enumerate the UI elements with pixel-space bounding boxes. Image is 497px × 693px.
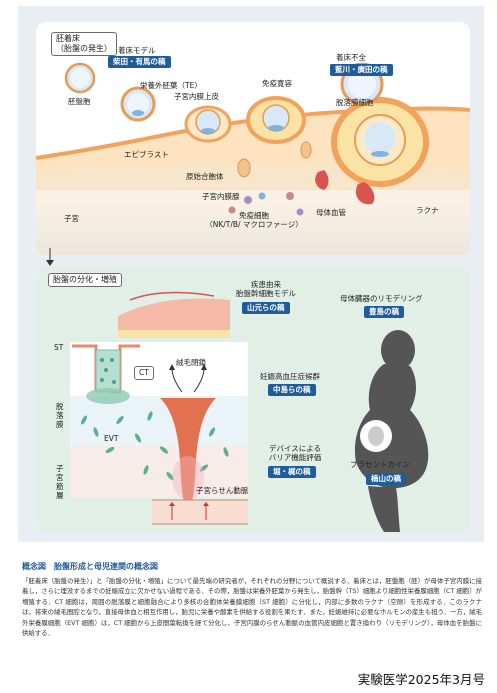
spiral-artery-shape xyxy=(160,398,216,500)
st-label: ST xyxy=(54,343,64,352)
horikawa-badge: 堀・梶の稿 xyxy=(268,466,316,478)
blastocyst-3 xyxy=(184,105,232,143)
implantation-failure-label: 着床不全 xyxy=(336,53,366,62)
device-line1: デバイスによる xyxy=(268,444,322,453)
spiral-artery-label: 子宮らせん動脈 xyxy=(196,486,249,495)
implantation-tag: 胚着床 （胎盤の発生） xyxy=(51,32,117,56)
implantation-tag-line2: （胎盤の発生） xyxy=(56,44,112,53)
placental-kinin-label: プラセントカイン xyxy=(350,460,410,469)
uterus-label: 子宮 xyxy=(64,214,79,223)
nakajima-badge: 中島らの稿 xyxy=(268,384,316,396)
immune-cells-line1: 免疫細胞 xyxy=(239,211,269,220)
device-label: デバイスによる バリア機能評価 xyxy=(254,444,336,462)
disease-model-line2: 胎盤幹細胞モデル xyxy=(236,289,296,298)
caption-title: 概念図 胎盤形成と母児連関の概念図 xyxy=(22,562,158,571)
toyoshima-badge: 豊島の稿 xyxy=(364,306,404,318)
blastocyst-implanted xyxy=(331,97,429,187)
blastocyst-2 xyxy=(120,86,156,122)
immune-tolerance-label: 免疫寛容 xyxy=(262,79,292,88)
immune-cells-line2: （NK/T/B/ マクロファージ） xyxy=(205,220,303,229)
differentiation-tag: 胎盤の分化・増殖 xyxy=(48,273,122,287)
myometrium-label: 子宮筋層 xyxy=(56,464,64,500)
evt-cells xyxy=(80,411,229,481)
endometrial-epithelium-label: 子宮内膜上皮 xyxy=(174,92,219,101)
figure-caption: 概念図 胎盤形成と母児連関の概念図 「胚着床（胎盤の発生）」と「胎盤の分化・増殖… xyxy=(22,561,482,638)
ct-label: CT xyxy=(134,366,154,380)
maternal-vessel-shape xyxy=(315,170,329,190)
caption-body: 「胚着床（胎盤の発生）」と「胎盤の分化・増殖」について最先端の研究者が，それぞれ… xyxy=(22,577,482,638)
device-line2: バリア機能評価 xyxy=(268,453,322,462)
decidual-cells-label: 脱落膜細胞 xyxy=(336,98,374,107)
maternal-remodeling-label: 母体臓器のリモデリング xyxy=(340,294,423,303)
implantation-tag-line1: 胚着床 xyxy=(56,34,80,43)
pregnant-silhouette xyxy=(354,330,429,532)
decidua-label: 脱落膜 xyxy=(56,402,64,429)
blastocyst-1 xyxy=(64,62,96,94)
evt-label: EVT xyxy=(104,434,119,443)
epiblast-label: エピブラスト xyxy=(124,150,169,159)
blastocyst-label: 胚盤胞 xyxy=(68,97,91,106)
journal-footer: 実験医学2025年3月号 xyxy=(357,672,485,687)
lacuna-label: ラクナ xyxy=(416,206,439,215)
trophectoderm-label: 栄養外胚葉（TE） xyxy=(140,81,202,90)
endometrial-gland-label: 子宮内膜腺 xyxy=(202,192,240,201)
shibata-badge: 柴田・有馬の稿 xyxy=(108,56,171,68)
disease-model-line1: 疾患由来 xyxy=(251,280,281,289)
yamamoto-badge: 山元らの稿 xyxy=(242,302,290,314)
implantation-model-label: 着床モデル xyxy=(118,46,156,55)
aikawa-badge: 藍川・廣田の稿 xyxy=(330,64,393,76)
blastocyst-4 xyxy=(246,96,306,144)
kushiyama-badge: 楠山の稿 xyxy=(366,473,406,485)
syncytiotrophoblast-label: 原始合胞体 xyxy=(186,172,224,181)
villus-closure-label: 絨毛閉鎖 xyxy=(176,358,206,367)
disease-model-label: 疾患由来 胎盤幹細胞モデル xyxy=(226,280,306,298)
preeclampsia-label: 妊娠高血圧症候群 xyxy=(260,372,320,381)
immune-cells-label: 免疫細胞 （NK/T/B/ マクロファージ） xyxy=(204,211,304,229)
maternal-vessel-label: 母体血管 xyxy=(316,208,346,217)
